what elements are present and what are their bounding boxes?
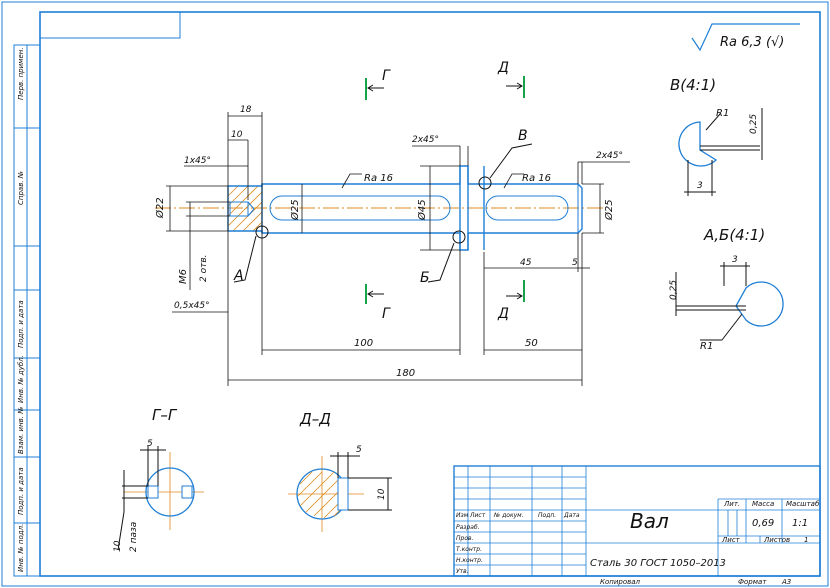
mass-label: Масса [752,500,774,508]
row-utv: Утв. [456,568,469,575]
ra16-right: Ra 16 [522,173,551,184]
keyway-right [485,195,569,221]
side-label-podp2: Подп. и дата [17,467,25,515]
dim-m6: M6 [178,269,189,284]
dim-50: 50 [525,338,538,349]
ra16-left: Ra 16 [364,173,393,184]
dim-phi45: Ø45 [416,199,428,221]
row-razrab: Разраб. [456,524,480,531]
detail-ab: А,Б(4:1) 0,25 3 R1 [669,226,784,352]
label-b: Б [420,270,430,286]
section-d-10: 10 [377,488,387,500]
side-label-sprav: Справ. № [17,171,25,205]
col-ndok: № докум. [493,512,524,519]
detail-ab-r1: R1 [700,341,713,352]
lit-label: Лит. [723,500,740,508]
dim-holes: 2 отв. [199,254,209,282]
sheets-label: Листов [763,536,790,544]
dimension-lines [166,112,630,386]
section-g-2paza: 2 паза [129,522,139,552]
side-strip: Перв. примен. Справ. № Подп. и дата Инв.… [13,44,41,577]
dim-phi22: Ø22 [154,197,166,219]
col-podp: Подп. [538,512,556,519]
section-d-bot: Д [497,306,509,322]
col-data: Дата [563,512,580,519]
row-tkontr: Т.контр. [456,546,482,553]
section-g: Г–Г 5 10 2 паза [113,406,204,552]
dim-phi25a: Ø25 [289,199,301,221]
section-g-top: Г [382,68,391,84]
shaft-main-view: А Б В [155,128,605,286]
detail-v-title: В(4:1) [670,76,716,94]
callout-circle-b [452,230,466,244]
mass-value: 0,69 [752,518,774,529]
format-label: Формат [738,578,767,586]
detail-v-025: 0,25 [749,114,759,134]
detail-ab-title: А,Б(4:1) [703,226,765,244]
section-d-top: Д [497,60,509,76]
detail-v-r1: R1 [716,108,729,119]
scale-value: 1:1 [792,518,808,529]
row-nkontr: Н.контр. [456,557,483,564]
section-g-10: 10 [113,540,123,552]
dim-100: 100 [354,338,373,349]
dim-ch2b: 2x45° [596,151,623,161]
dim-5: 5 [572,258,578,268]
dim-45: 45 [520,258,532,268]
top-left-stamp [39,11,181,39]
detail-v: В(4:1) R1 0,25 3 [670,76,763,196]
side-label-perv: Перв. примен. [17,47,25,100]
section-d-5: 5 [356,445,362,455]
side-label-podp1: Подп. и дата [17,300,25,348]
section-d: Д–Д 5 10 [288,410,392,532]
roughness-text: Ra 6,3 (√) [720,35,784,50]
detail-ab-3: 3 [732,255,738,265]
col-list: Лист [469,512,486,519]
dim-10: 10 [231,130,243,140]
label-a: А [233,268,244,284]
sheet-label: Лист [721,536,741,544]
callout-circle-v [478,176,492,190]
detail-ab-025: 0,25 [669,280,679,300]
title-block: Изм Лист № докум. Подп. Дата Разраб. Про… [453,465,821,586]
col-izm: Изм [456,512,469,519]
sheets-value: 1 [804,536,808,544]
section-d-title: Д–Д [299,410,331,428]
dimension-texts: 18 10 1x45° Ø22 M6 2 отв. 0,5x45° Ø25 Ø4… [154,105,623,379]
section-g-title: Г–Г [152,406,178,424]
dim-ch1: 1x45° [184,156,211,166]
dim-ch2a: 2x45° [412,135,439,145]
section-g-5: 5 [147,439,153,449]
side-label-podl: Инв. № подл. [17,524,25,572]
material: Сталь 30 ГОСТ 1050–2013 [590,558,726,569]
dim-180: 180 [396,368,415,379]
detail-v-3: 3 [697,181,703,191]
dim-phi25b: Ø25 [603,199,615,221]
section-markers: Г Д Г Д [365,60,525,322]
copied-label: Копировал [600,578,641,586]
format-value: A3 [781,578,791,586]
roughness-symbol: Ra 6,3 (√) [691,23,800,52]
row-prov: Пров. [456,535,474,542]
side-label-dubl: Инв. № дубл. [17,355,25,403]
part-name: Вал [630,509,669,533]
keyway-left [269,195,451,221]
scale-label: Масштаб [786,500,820,508]
dim-ch05: 0,5x45° [174,301,210,311]
label-v: В [518,128,528,144]
section-g-bot: Г [382,306,391,322]
dim-18: 18 [240,105,252,115]
side-label-vzam: Взам. инв. № [17,406,25,454]
